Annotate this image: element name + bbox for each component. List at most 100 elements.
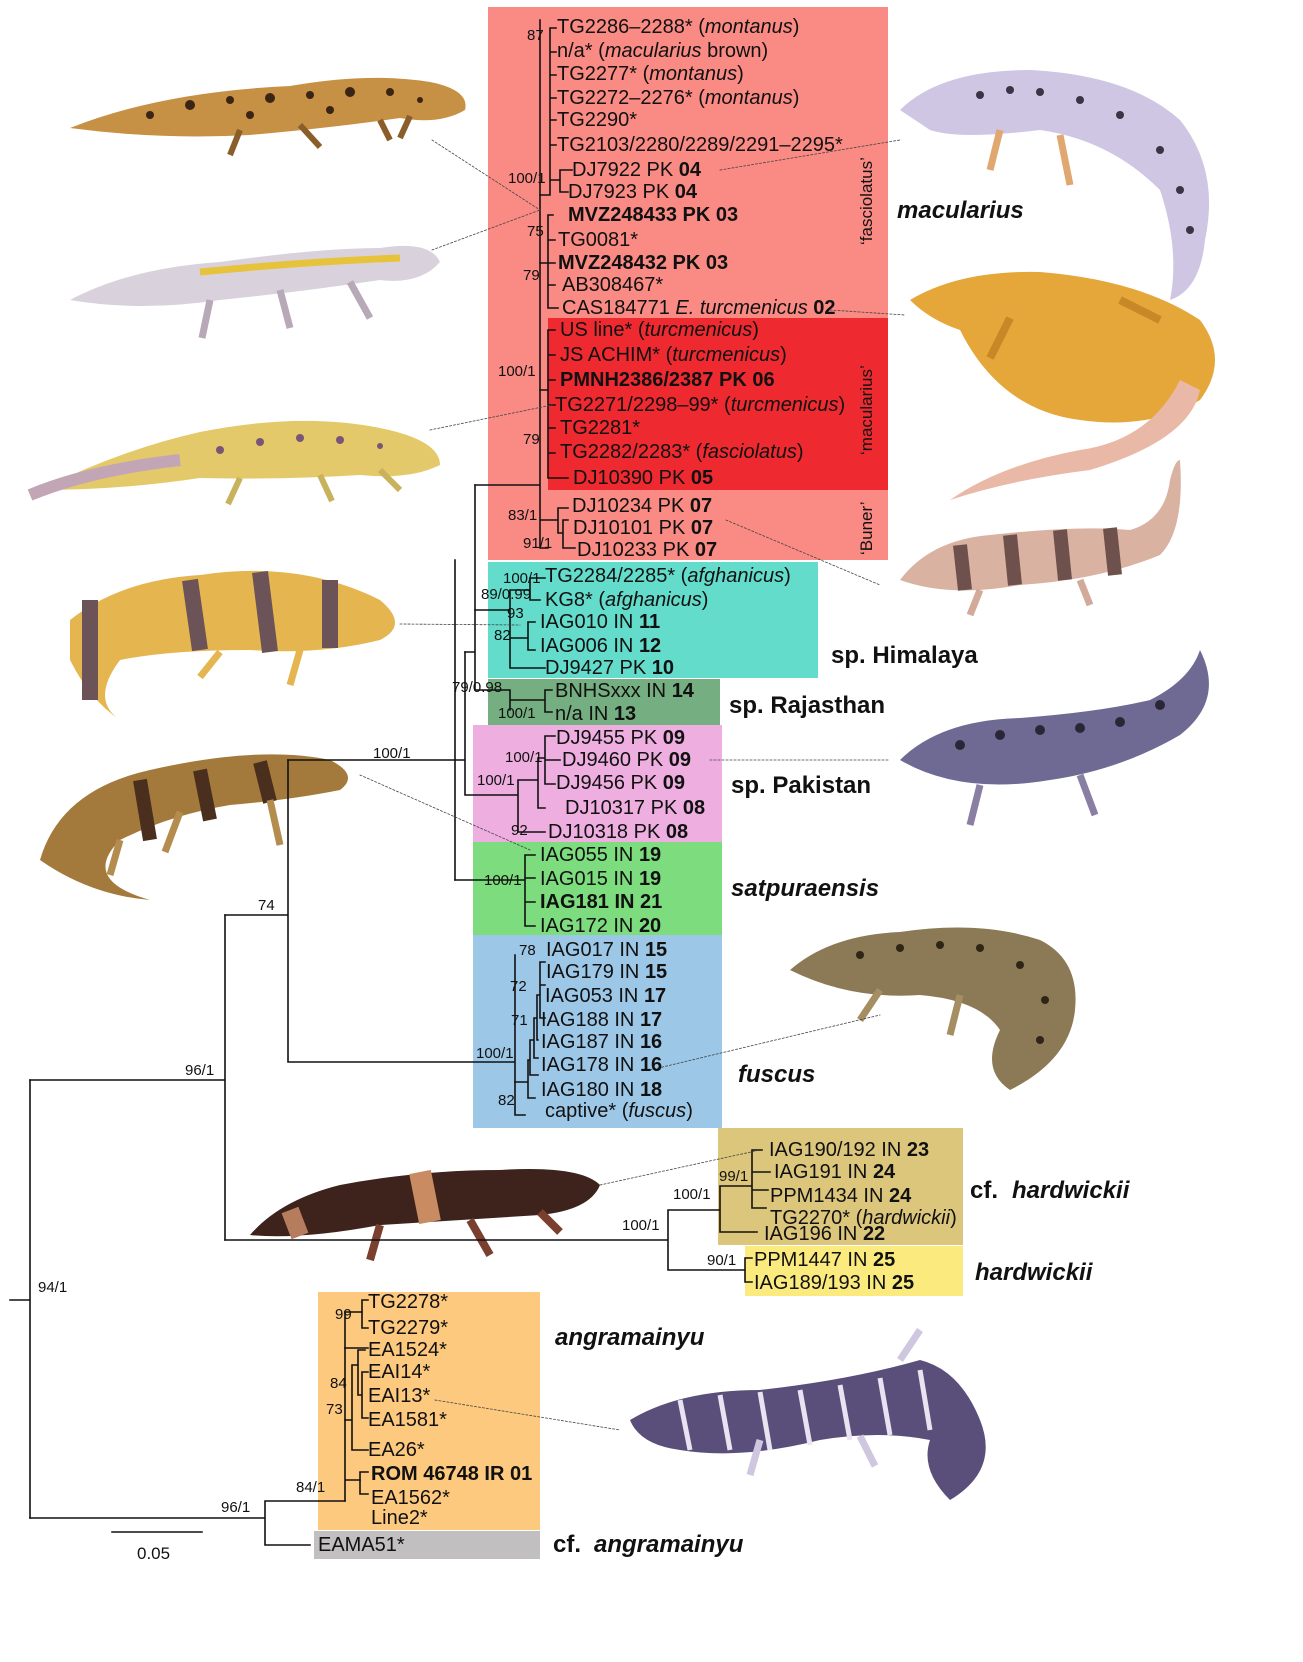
support-value-s1: 87 bbox=[527, 28, 544, 43]
species-label-cf-angramainyu-prefix: cf. bbox=[553, 1532, 581, 1558]
tip-label-t47: captive* (fuscus) bbox=[545, 1101, 693, 1121]
branch bbox=[30, 1501, 345, 1545]
clade-label-macularius: ‘macularius’ bbox=[858, 365, 875, 455]
support-value-s33: 84 bbox=[330, 1376, 347, 1391]
tip-label-t63: EA1562* bbox=[371, 1488, 450, 1508]
tip-label-t61: EA26* bbox=[368, 1440, 425, 1460]
tip-label-t7: DJ7922 PK 04 bbox=[572, 160, 701, 180]
tip-label-t43: IAG188 IN 17 bbox=[541, 1010, 662, 1030]
support-value-s30: 90/1 bbox=[707, 1253, 736, 1268]
tip-label-t45: IAG178 IN 16 bbox=[541, 1055, 662, 1075]
support-value-s7: 83/1 bbox=[508, 508, 537, 523]
tip-label-t10: TG0081* bbox=[558, 230, 638, 250]
tip-label-t52: IAG196 IN 22 bbox=[764, 1224, 885, 1244]
tip-label-t48: IAG190/192 IN 23 bbox=[769, 1140, 929, 1160]
tip-label-t5: TG2290* bbox=[557, 110, 637, 130]
support-value-s16: 100/1 bbox=[505, 750, 543, 765]
tip-label-t11: MVZ248432 PK 03 bbox=[558, 253, 728, 273]
support-value-s36: 96/1 bbox=[221, 1500, 250, 1515]
tip-label-t27: IAG006 IN 12 bbox=[540, 636, 661, 656]
tip-label-t12: AB308467* bbox=[562, 275, 663, 295]
tip-label-t33: DJ9456 PK 09 bbox=[556, 773, 685, 793]
support-value-s27: 99/1 bbox=[719, 1169, 748, 1184]
tip-label-t41: IAG179 IN 15 bbox=[546, 962, 667, 982]
tip-label-t62: ROM 46748 IR 01 bbox=[371, 1464, 532, 1484]
tip-label-t55: TG2278* bbox=[368, 1292, 448, 1312]
species-label-macularius: macularius bbox=[897, 198, 1024, 224]
tip-label-t58: EAI14* bbox=[368, 1362, 430, 1382]
support-value-s31: 94/1 bbox=[38, 1280, 67, 1295]
support-value-s32: 99 bbox=[335, 1307, 352, 1322]
support-value-s23: 71 bbox=[511, 1013, 528, 1028]
tip-label-t44: IAG187 IN 16 bbox=[541, 1032, 662, 1052]
support-value-s8: 91/1 bbox=[523, 536, 552, 551]
species-label-rajasthan: sp. Rajasthan bbox=[729, 693, 885, 719]
tip-label-t56: TG2279* bbox=[368, 1318, 448, 1338]
clade-label-fasciolatus: ‘fasciolatus’ bbox=[858, 157, 875, 245]
tip-label-t42: IAG053 IN 17 bbox=[545, 986, 666, 1006]
tip-label-t28: DJ9427 PK 10 bbox=[545, 658, 674, 678]
support-value-s20: 74 bbox=[258, 898, 275, 913]
species-label-satpuraensis: satpuraensis bbox=[731, 876, 879, 902]
support-value-s6: 79 bbox=[523, 432, 540, 447]
species-label-pakistan: sp. Pakistan bbox=[731, 773, 871, 799]
tip-label-t36: IAG055 IN 19 bbox=[540, 845, 661, 865]
branch bbox=[288, 560, 455, 880]
support-value-s24: 100/1 bbox=[476, 1046, 514, 1061]
species-label-angramainyu: angramainyu bbox=[555, 1325, 704, 1351]
tip-label-t59: EAI13* bbox=[368, 1386, 430, 1406]
support-value-s19: 100/1 bbox=[484, 873, 522, 888]
tip-label-t17: TG2271/2298–99* (turcmenicus) bbox=[555, 395, 845, 415]
tip-label-t20: DJ10390 PK 05 bbox=[573, 468, 713, 488]
tip-label-t31: DJ9455 PK 09 bbox=[556, 728, 685, 748]
branch bbox=[10, 1080, 30, 1518]
support-value-s28: 100/1 bbox=[673, 1187, 711, 1202]
branch bbox=[345, 1348, 368, 1450]
tip-label-t34: DJ10317 PK 08 bbox=[565, 798, 705, 818]
tip-label-t30: n/a IN 13 bbox=[555, 704, 636, 724]
support-value-s18: 92 bbox=[511, 823, 528, 838]
tip-label-t24: TG2284/2285* (afghanicus) bbox=[545, 566, 791, 586]
tip-label-t18: TG2281* bbox=[560, 418, 640, 438]
species-label-cf-hardwickii: hardwickii bbox=[1012, 1178, 1129, 1204]
tip-label-t40: IAG017 IN 15 bbox=[546, 940, 667, 960]
tip-label-t53: PPM1447 IN 25 bbox=[754, 1250, 895, 1270]
tip-label-t3: TG2277* (montanus) bbox=[557, 64, 744, 84]
tip-label-t25: KG8* (afghanicus) bbox=[545, 590, 708, 610]
tip-label-t2: n/a* (macularius brown) bbox=[557, 41, 768, 61]
support-value-s34: 73 bbox=[326, 1402, 343, 1417]
species-label-himalaya: sp. Himalaya bbox=[831, 643, 978, 669]
tip-label-t64: Line2* bbox=[371, 1508, 428, 1528]
tip-label-t46: IAG180 IN 18 bbox=[541, 1080, 662, 1100]
support-value-s35: 84/1 bbox=[296, 1480, 325, 1495]
tip-label-t8: DJ7923 PK 04 bbox=[568, 182, 697, 202]
support-value-s25: 82 bbox=[498, 1093, 515, 1108]
clade-label-buner: ‘Buner’ bbox=[858, 501, 875, 555]
support-value-s26: 96/1 bbox=[185, 1063, 214, 1078]
scale-bar-label: 0.05 bbox=[137, 1546, 170, 1561]
tip-label-t54: IAG189/193 IN 25 bbox=[754, 1273, 914, 1293]
tip-label-t13: CAS184771 E. turcmenicus 02 bbox=[562, 298, 836, 318]
tip-label-t65: EAMA51* bbox=[318, 1535, 405, 1555]
tip-label-t1: TG2286–2288* (montanus) bbox=[557, 17, 799, 37]
branch bbox=[455, 855, 535, 926]
branch bbox=[360, 1472, 368, 1494]
tip-label-t9: MVZ248433 PK 03 bbox=[568, 205, 738, 225]
tip-label-t22: DJ10101 PK 07 bbox=[573, 518, 713, 538]
support-value-s10: 89/0.99 bbox=[481, 587, 531, 602]
tip-label-t39: IAG172 IN 20 bbox=[540, 916, 661, 936]
support-value-s3: 75 bbox=[527, 224, 544, 239]
tip-label-t6: TG2103/2280/2289/2291–2295* bbox=[557, 135, 843, 155]
species-label-cf-hardwickii-prefix: cf. bbox=[970, 1178, 998, 1204]
support-value-s21: 78 bbox=[519, 943, 536, 958]
tip-label-t57: EA1524* bbox=[368, 1340, 447, 1360]
support-value-s5: 100/1 bbox=[498, 364, 536, 379]
support-value-s15: 100/1 bbox=[373, 746, 411, 761]
support-value-s17: 100/1 bbox=[477, 773, 515, 788]
support-value-s14: 100/1 bbox=[498, 706, 536, 721]
support-value-s29: 100/1 bbox=[622, 1218, 660, 1233]
tip-label-t38: IAG181 IN 21 bbox=[540, 892, 662, 912]
tip-label-t21: DJ10234 PK 07 bbox=[572, 496, 712, 516]
tip-label-t29: BNHSxxx IN 14 bbox=[555, 681, 694, 701]
support-value-s22: 72 bbox=[510, 979, 527, 994]
